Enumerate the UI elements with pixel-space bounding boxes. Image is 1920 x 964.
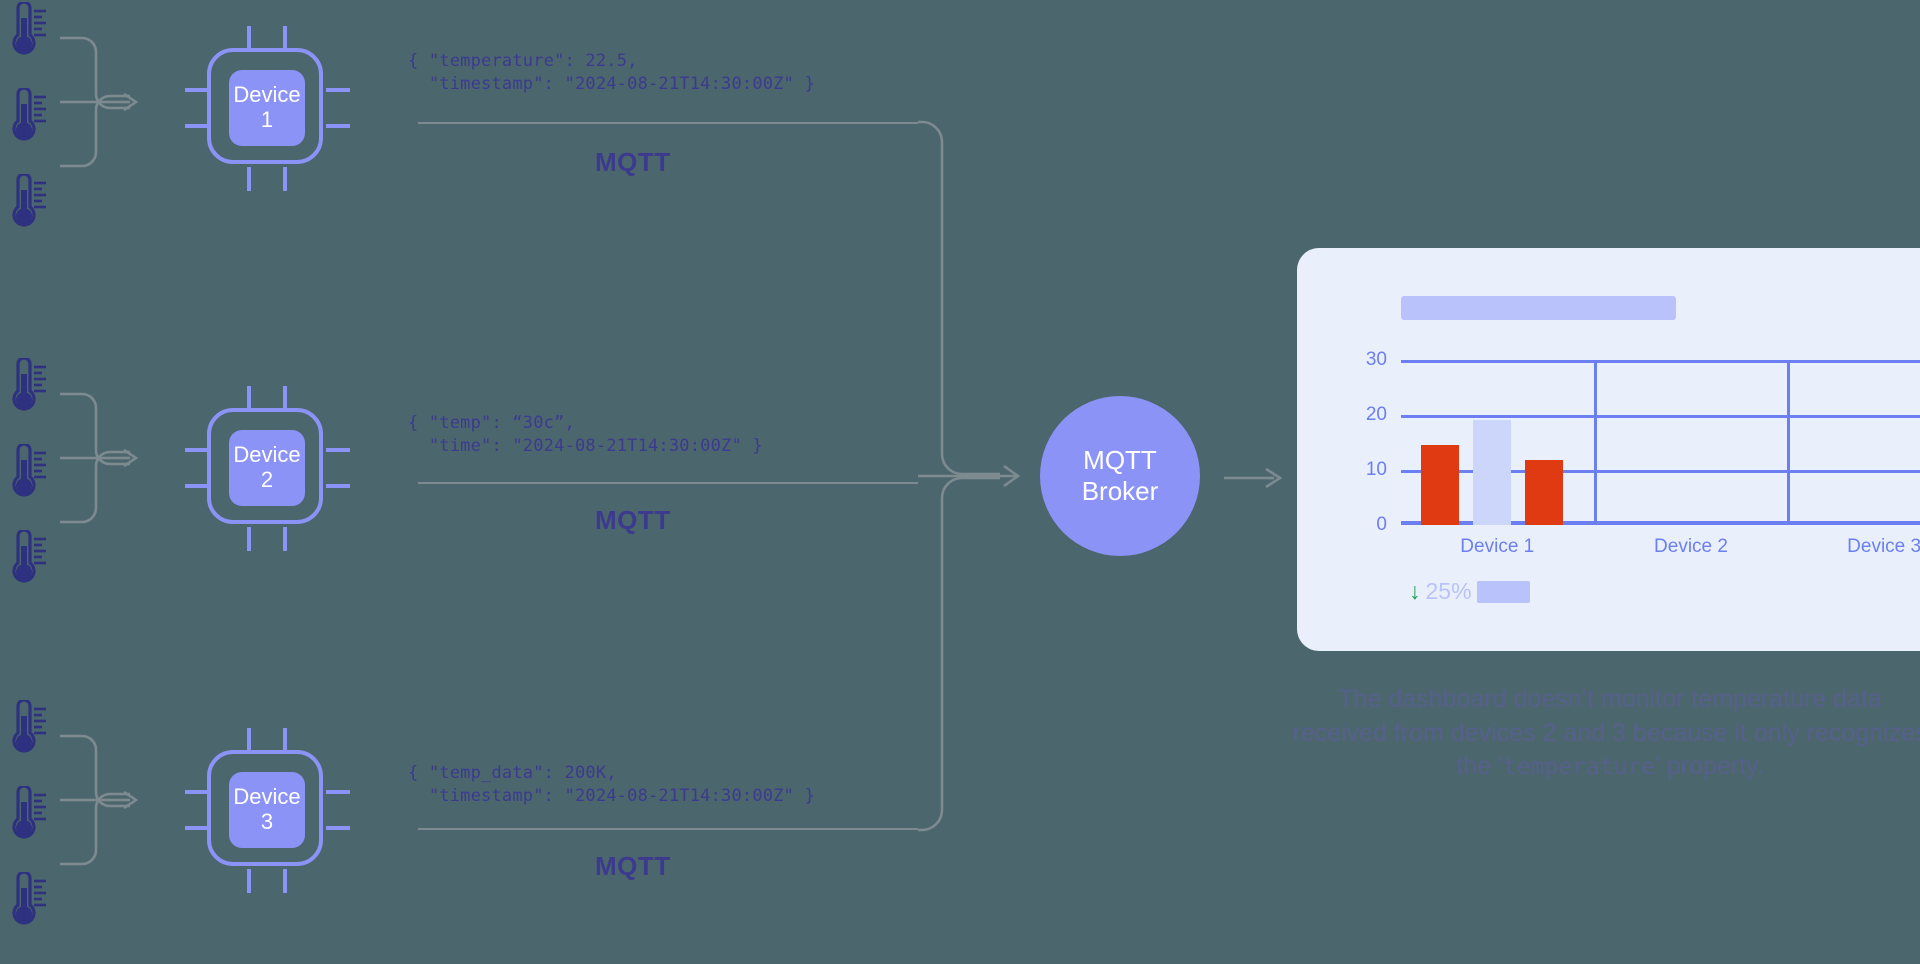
- sensor-bracket: [60, 734, 139, 866]
- chip-pin: [247, 869, 251, 893]
- chip-pin: [247, 167, 251, 191]
- sensor-bracket: [60, 36, 139, 168]
- chip-pin: [247, 527, 251, 551]
- dashboard-card[interactable]: 30 20 10 0 Device 1 Device 2 Device 3 ↓ …: [1297, 248, 1920, 651]
- thermometer-icon: [2, 530, 50, 590]
- gridline-30: [1401, 360, 1920, 363]
- thermometer-icon: [2, 700, 50, 760]
- chip-outline: [207, 48, 323, 164]
- device-label-line1: Device: [233, 784, 301, 810]
- device-label-2: Device 2: [229, 430, 305, 506]
- x-label-device-3: Device 3: [1847, 536, 1920, 557]
- chip-pin: [247, 26, 251, 50]
- chip-pin: [283, 869, 287, 893]
- device-label-line2: 3: [260, 809, 274, 834]
- chip-outline: [207, 750, 323, 866]
- device-label-3: Device 3: [229, 772, 305, 848]
- x-label-device-2: Device 2: [1654, 536, 1728, 557]
- thermometer-icon: [2, 444, 50, 504]
- delta-indicator: ↓ 25%: [1409, 578, 1530, 605]
- mqtt-broker-node[interactable]: MQTT Broker: [1040, 396, 1200, 556]
- device-label-line2: 2: [260, 467, 274, 492]
- chip-pin: [185, 826, 209, 830]
- mqtt-link-line-2: [418, 482, 918, 484]
- device-chip-3[interactable]: Device 3: [185, 728, 350, 893]
- chip-pin: [185, 124, 209, 128]
- x-label-device-1: Device 1: [1460, 536, 1535, 557]
- broker-line1: MQTT: [1083, 444, 1157, 475]
- delta-value: 25%: [1425, 578, 1472, 604]
- chip-pin: [326, 484, 350, 488]
- mqtt-merge-connector: [918, 120, 1021, 832]
- caption-mono-token: temperature: [1502, 754, 1656, 780]
- chip-pin: [283, 527, 287, 551]
- device-label-line1: Device: [233, 82, 301, 108]
- device-chip-2[interactable]: Device 2: [185, 386, 350, 551]
- arrow-right-icon: [1224, 467, 1283, 489]
- device-1-payload: { "temperature": 22.5, "timestamp": "202…: [408, 51, 815, 94]
- device-label-1: Device 1: [229, 70, 305, 146]
- bar-chart: 30 20 10 0: [1366, 349, 1920, 535]
- chip-pin: [283, 386, 287, 410]
- dashboard-caption: The dashboard doesn’t monitor temperatur…: [1290, 683, 1920, 784]
- bar-device1-b: [1473, 420, 1511, 525]
- mqtt-label-2: MQTT: [595, 505, 671, 535]
- chip-pin: [283, 728, 287, 752]
- y-tick-20: 20: [1365, 403, 1387, 425]
- chip-pin: [326, 124, 350, 128]
- thermometer-icon: [2, 2, 50, 62]
- device-chip-1[interactable]: Device 1: [185, 26, 350, 191]
- chip-pin: [185, 484, 209, 488]
- caption-part2: ' property.: [1655, 752, 1764, 780]
- sensor-bracket: [60, 392, 139, 524]
- gridline-10: [1401, 469, 1920, 473]
- column-divider-1: [1594, 360, 1598, 525]
- device-label-line1: Device: [233, 442, 301, 468]
- chip-pin: [326, 88, 350, 92]
- delta-bar-placeholder: [1476, 580, 1530, 603]
- gridline-20: [1401, 414, 1920, 418]
- mqtt-link-line-3: [418, 828, 918, 830]
- thermometer-icon: [2, 358, 50, 418]
- chip-pin: [247, 386, 251, 410]
- thermometer-icon: [2, 872, 50, 932]
- y-tick-10: 10: [1365, 458, 1387, 480]
- mqtt-link-line-1: [418, 122, 918, 124]
- chip-pin: [185, 448, 209, 452]
- chip-outline: [207, 408, 323, 524]
- chip-pin: [326, 448, 350, 452]
- dashboard-title-placeholder: [1401, 296, 1676, 320]
- thermometer-icon: [2, 786, 50, 846]
- chip-pin: [326, 826, 350, 830]
- down-arrow-icon: ↓: [1409, 578, 1421, 604]
- x-axis-labels: Device 1 Device 2 Device 3: [1401, 536, 1920, 562]
- bar-device1-a: [1421, 445, 1459, 525]
- broker-line2: Broker: [1081, 476, 1159, 506]
- caption-part1: The dashboard doesn’t monitor temperatur…: [1292, 685, 1920, 780]
- column-divider-2: [1787, 360, 1791, 525]
- mqtt-label-1: MQTT: [595, 147, 671, 177]
- y-tick-0: 0: [1376, 514, 1387, 535]
- device-label-line2: 1: [260, 107, 274, 132]
- thermometer-icon: [2, 174, 50, 234]
- chip-pin: [185, 88, 209, 92]
- device-3-payload: { "temp_data": 200K, "timestamp": "2024-…: [408, 763, 815, 806]
- chip-pin: [247, 728, 251, 752]
- chip-pin: [283, 26, 287, 50]
- chip-pin: [185, 790, 209, 794]
- y-tick-30: 30: [1365, 349, 1387, 370]
- chip-pin: [283, 167, 287, 191]
- chip-pin: [326, 790, 350, 794]
- mqtt-label-3: MQTT: [595, 851, 671, 881]
- bar-device1-c: [1525, 460, 1563, 525]
- axis-baseline: [1401, 521, 1920, 525]
- thermometer-icon: [2, 88, 50, 148]
- device-2-payload: { "temp": “30c”, "time": "2024-08-21T14:…: [408, 413, 763, 456]
